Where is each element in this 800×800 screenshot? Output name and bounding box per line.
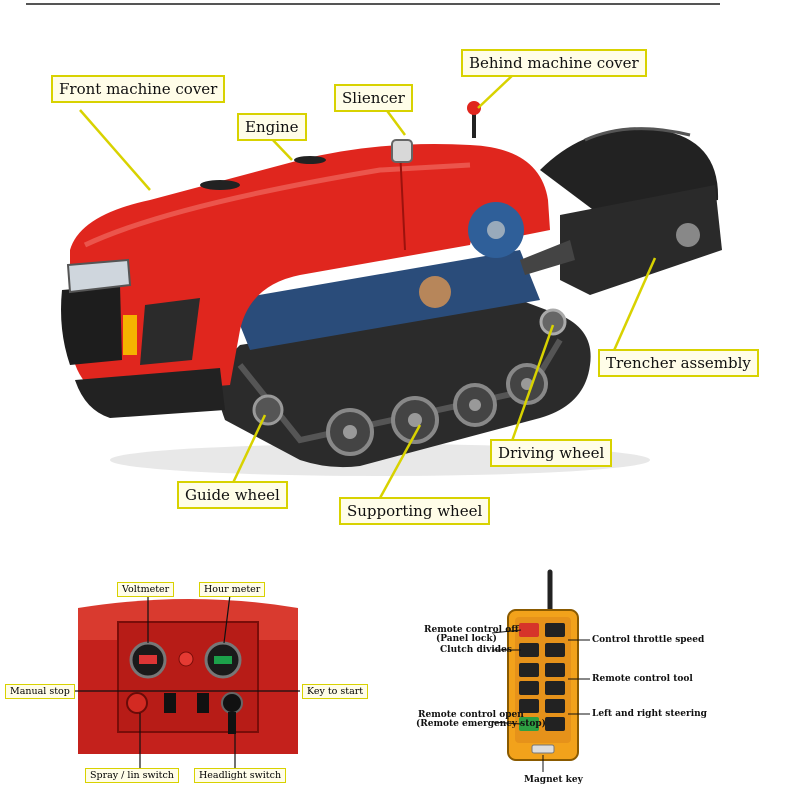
silencer-shape [391, 139, 413, 163]
remote-leader-lines [491, 629, 590, 772]
joystick-knob [467, 101, 481, 115]
panel-lock-label: (Panel lock) [436, 634, 497, 644]
front-machine-cover-label: Front machine cover [51, 75, 226, 103]
throttle-speed-label: Control throttle speed [592, 635, 705, 645]
engine-label: Engine [237, 113, 307, 141]
panel-leader-lines [70, 594, 300, 768]
trencher-assembly-label: Trencher assembly [598, 349, 759, 377]
emergency-stop-label: (Remote emergency stop) [416, 719, 546, 729]
voltmeter-label: Voltmeter [117, 582, 175, 597]
remote-control-tool-label: Remote control tool [592, 674, 693, 684]
key-to-start-label: Key to start [302, 684, 369, 699]
remote-open-label: Remote control open [418, 710, 524, 720]
key-switch [221, 692, 243, 714]
silencer-label: Sliencer [334, 84, 413, 112]
remote-off-label: Remote control off [424, 625, 519, 635]
hour-meter-label: Hour meter [199, 582, 266, 597]
guide-wheel-shape [252, 394, 284, 426]
behind-machine-cover-label: Behind machine cover [461, 49, 647, 77]
headlight-switch-label: Headlight switch [194, 768, 287, 783]
control-panel-illustration [78, 599, 298, 754]
driving-wheel-shape [539, 308, 567, 336]
crawler-track [217, 300, 591, 468]
steering-label: Left and right steering [592, 709, 707, 719]
guide-wheel-label: Guide wheel [177, 481, 288, 509]
clutch-divides-label: Clutch divides [440, 645, 512, 655]
trencher-assembly-shape [520, 127, 722, 295]
driving-wheel-label: Driving wheel [490, 439, 613, 467]
tractor-illustration [61, 101, 722, 476]
manual-stop-button [126, 692, 148, 714]
magnet-key-label: Magnet key [524, 775, 583, 785]
top-divider [26, 3, 720, 5]
supporting-wheels [326, 363, 548, 456]
supporting-wheel-label: Supporting wheel [339, 497, 491, 525]
remote-control-illustration [507, 569, 579, 761]
manual-stop-label: Manual stop [5, 684, 75, 699]
spray-switch-label: Spray / lin switch [85, 768, 179, 783]
